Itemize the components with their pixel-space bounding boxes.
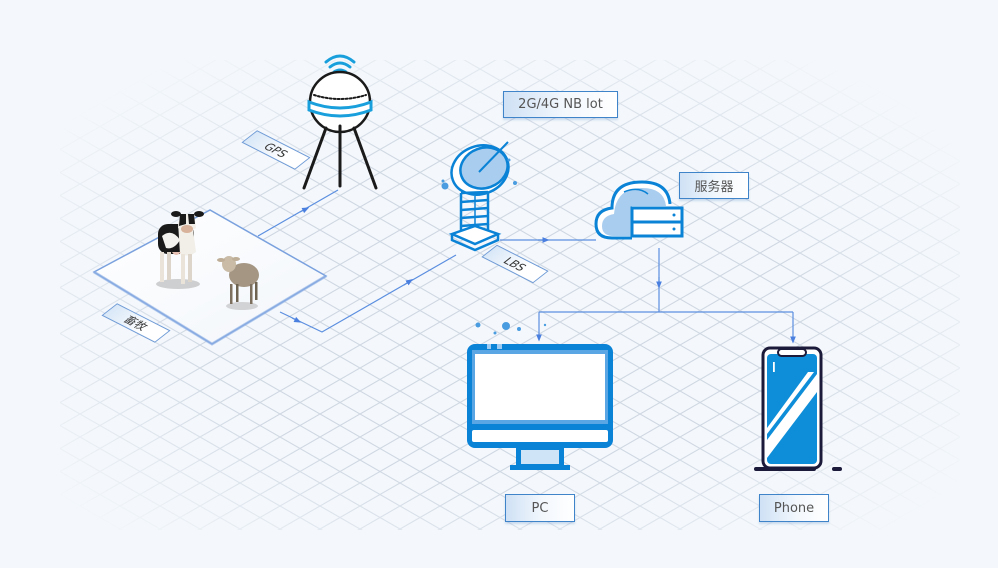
cow-icon <box>156 211 204 289</box>
edge-livestock-gps <box>257 189 339 237</box>
arrow-livestock-tower-1 <box>291 316 302 323</box>
satellite-dish-tower-icon <box>441 141 517 252</box>
sheep-icon <box>217 256 259 310</box>
cloud-server-icon <box>594 180 684 240</box>
smartphone-icon <box>754 346 842 471</box>
pc-label: PC <box>505 494 575 522</box>
livestock-node[interactable] <box>92 209 328 346</box>
arrow-livestock-gps <box>299 207 310 214</box>
network-label: 2G/4G NB lot <box>503 91 618 118</box>
phone-label: Phone <box>759 494 829 522</box>
phone-node[interactable] <box>754 346 842 471</box>
pc-node[interactable] <box>467 322 613 470</box>
gps-beacon-icon <box>302 54 378 190</box>
server-label: 服务器 <box>679 172 749 199</box>
connections <box>257 189 796 344</box>
arrow-livestock-tower-2 <box>403 279 413 286</box>
desktop-monitor-icon <box>467 322 613 470</box>
gps-node[interactable] <box>302 54 378 190</box>
tower-node[interactable] <box>441 138 518 252</box>
server-node[interactable] <box>594 180 684 240</box>
